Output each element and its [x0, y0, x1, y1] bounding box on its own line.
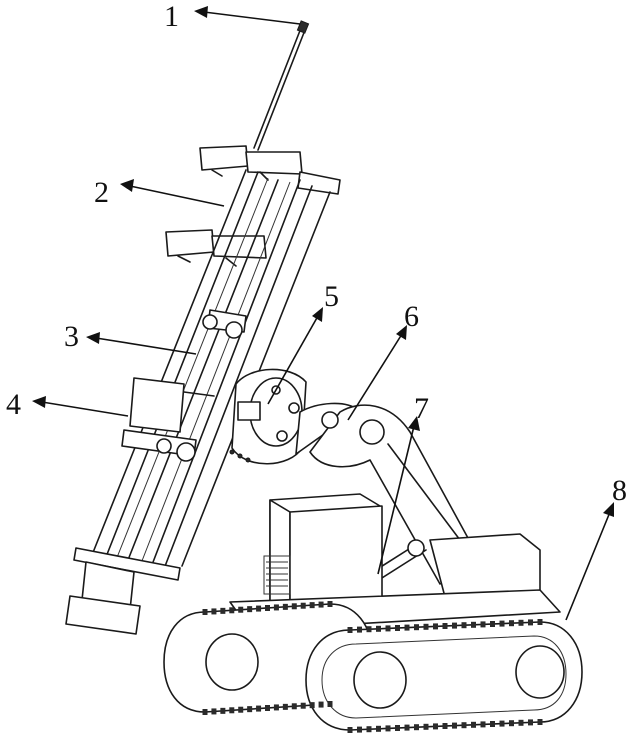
tread-link: [461, 722, 467, 729]
tread-link: [471, 721, 476, 728]
tread-link: [376, 725, 381, 732]
tread-link: [452, 622, 457, 629]
track-treads: [202, 601, 543, 733]
tread-link: [309, 702, 315, 709]
tread-link: [414, 724, 419, 731]
upper-clamp-assembly: [165, 145, 341, 267]
tread-link: [347, 727, 353, 733]
tread-link: [202, 609, 208, 615]
tread-link: [509, 620, 514, 627]
tread-link: [256, 605, 262, 612]
tread-link: [404, 624, 410, 631]
tread-link: [202, 709, 208, 715]
tread-link: [537, 619, 543, 625]
feed-carriage: [121, 377, 215, 462]
tread-link: [423, 623, 429, 630]
tread-link: [366, 726, 372, 733]
tread-link: [461, 622, 467, 629]
tread-link: [247, 606, 253, 613]
callout-3: 3: [64, 320, 79, 353]
callout-8: 8: [612, 474, 627, 507]
callout-4: 4: [6, 388, 21, 421]
tread-link: [309, 602, 315, 609]
tread-link: [385, 625, 391, 632]
tread-link: [366, 626, 372, 633]
tread-link: [220, 607, 226, 614]
tread-link: [265, 705, 270, 711]
tread-link: [300, 602, 306, 609]
tread-link: [414, 624, 419, 631]
tread-link: [528, 619, 533, 626]
leader-lines: [32, 6, 614, 621]
tread-link: [433, 623, 438, 630]
tread-link: [318, 701, 324, 708]
tread-link: [442, 723, 448, 729]
tread-link: [452, 722, 457, 729]
tread-link: [433, 723, 438, 730]
tread-link: [480, 721, 486, 728]
tread-link: [347, 627, 353, 633]
drill-rod: [253, 20, 310, 151]
tread-link: [282, 703, 288, 710]
tread-link: [238, 706, 244, 713]
tread-link: [490, 721, 495, 727]
callout-6: 6: [404, 300, 419, 333]
tread-link: [509, 720, 514, 727]
body-housing: [229, 493, 561, 631]
tread-link: [499, 720, 505, 727]
tread-link: [357, 626, 362, 633]
tread-link: [404, 724, 410, 731]
tread-link: [229, 607, 235, 614]
tread-link: [395, 625, 400, 631]
tread-link: [327, 701, 333, 707]
tread-link: [211, 608, 217, 615]
tread-link: [385, 725, 391, 732]
callout-labels: 1 2 3 4 5 6 7 8: [6, 0, 627, 507]
tread-link: [327, 601, 333, 607]
crawler-tracks: [163, 601, 583, 733]
tread-link: [395, 725, 400, 731]
tread-link: [273, 704, 279, 711]
tread-link: [537, 719, 543, 725]
tread-link: [211, 708, 217, 715]
tread-link: [229, 707, 235, 714]
tread-link: [423, 723, 429, 730]
callout-5: 5: [324, 280, 339, 313]
tread-link: [499, 620, 505, 627]
rotary-joint: [229, 368, 307, 465]
tread-link: [518, 619, 524, 626]
tread-link: [256, 705, 262, 712]
callout-7: 7: [414, 392, 429, 425]
tread-link: [273, 604, 279, 611]
tread-link: [220, 707, 226, 714]
tread-link: [357, 726, 362, 733]
tread-link: [480, 621, 486, 628]
tread-link: [282, 603, 288, 610]
callout-2: 2: [94, 176, 109, 209]
tread-link: [471, 621, 476, 628]
tread-link: [265, 605, 270, 611]
tread-link: [247, 706, 253, 713]
tread-link: [318, 601, 324, 608]
tread-link: [442, 623, 448, 629]
tread-link: [291, 603, 297, 610]
tread-link: [528, 719, 533, 726]
tread-link: [376, 625, 381, 632]
callout-1: 1: [164, 0, 179, 33]
tread-link: [518, 719, 524, 726]
tread-link: [300, 702, 306, 709]
feed-frame: [65, 169, 331, 635]
tread-link: [291, 703, 297, 710]
tread-link: [490, 621, 495, 627]
tread-link: [238, 606, 244, 613]
